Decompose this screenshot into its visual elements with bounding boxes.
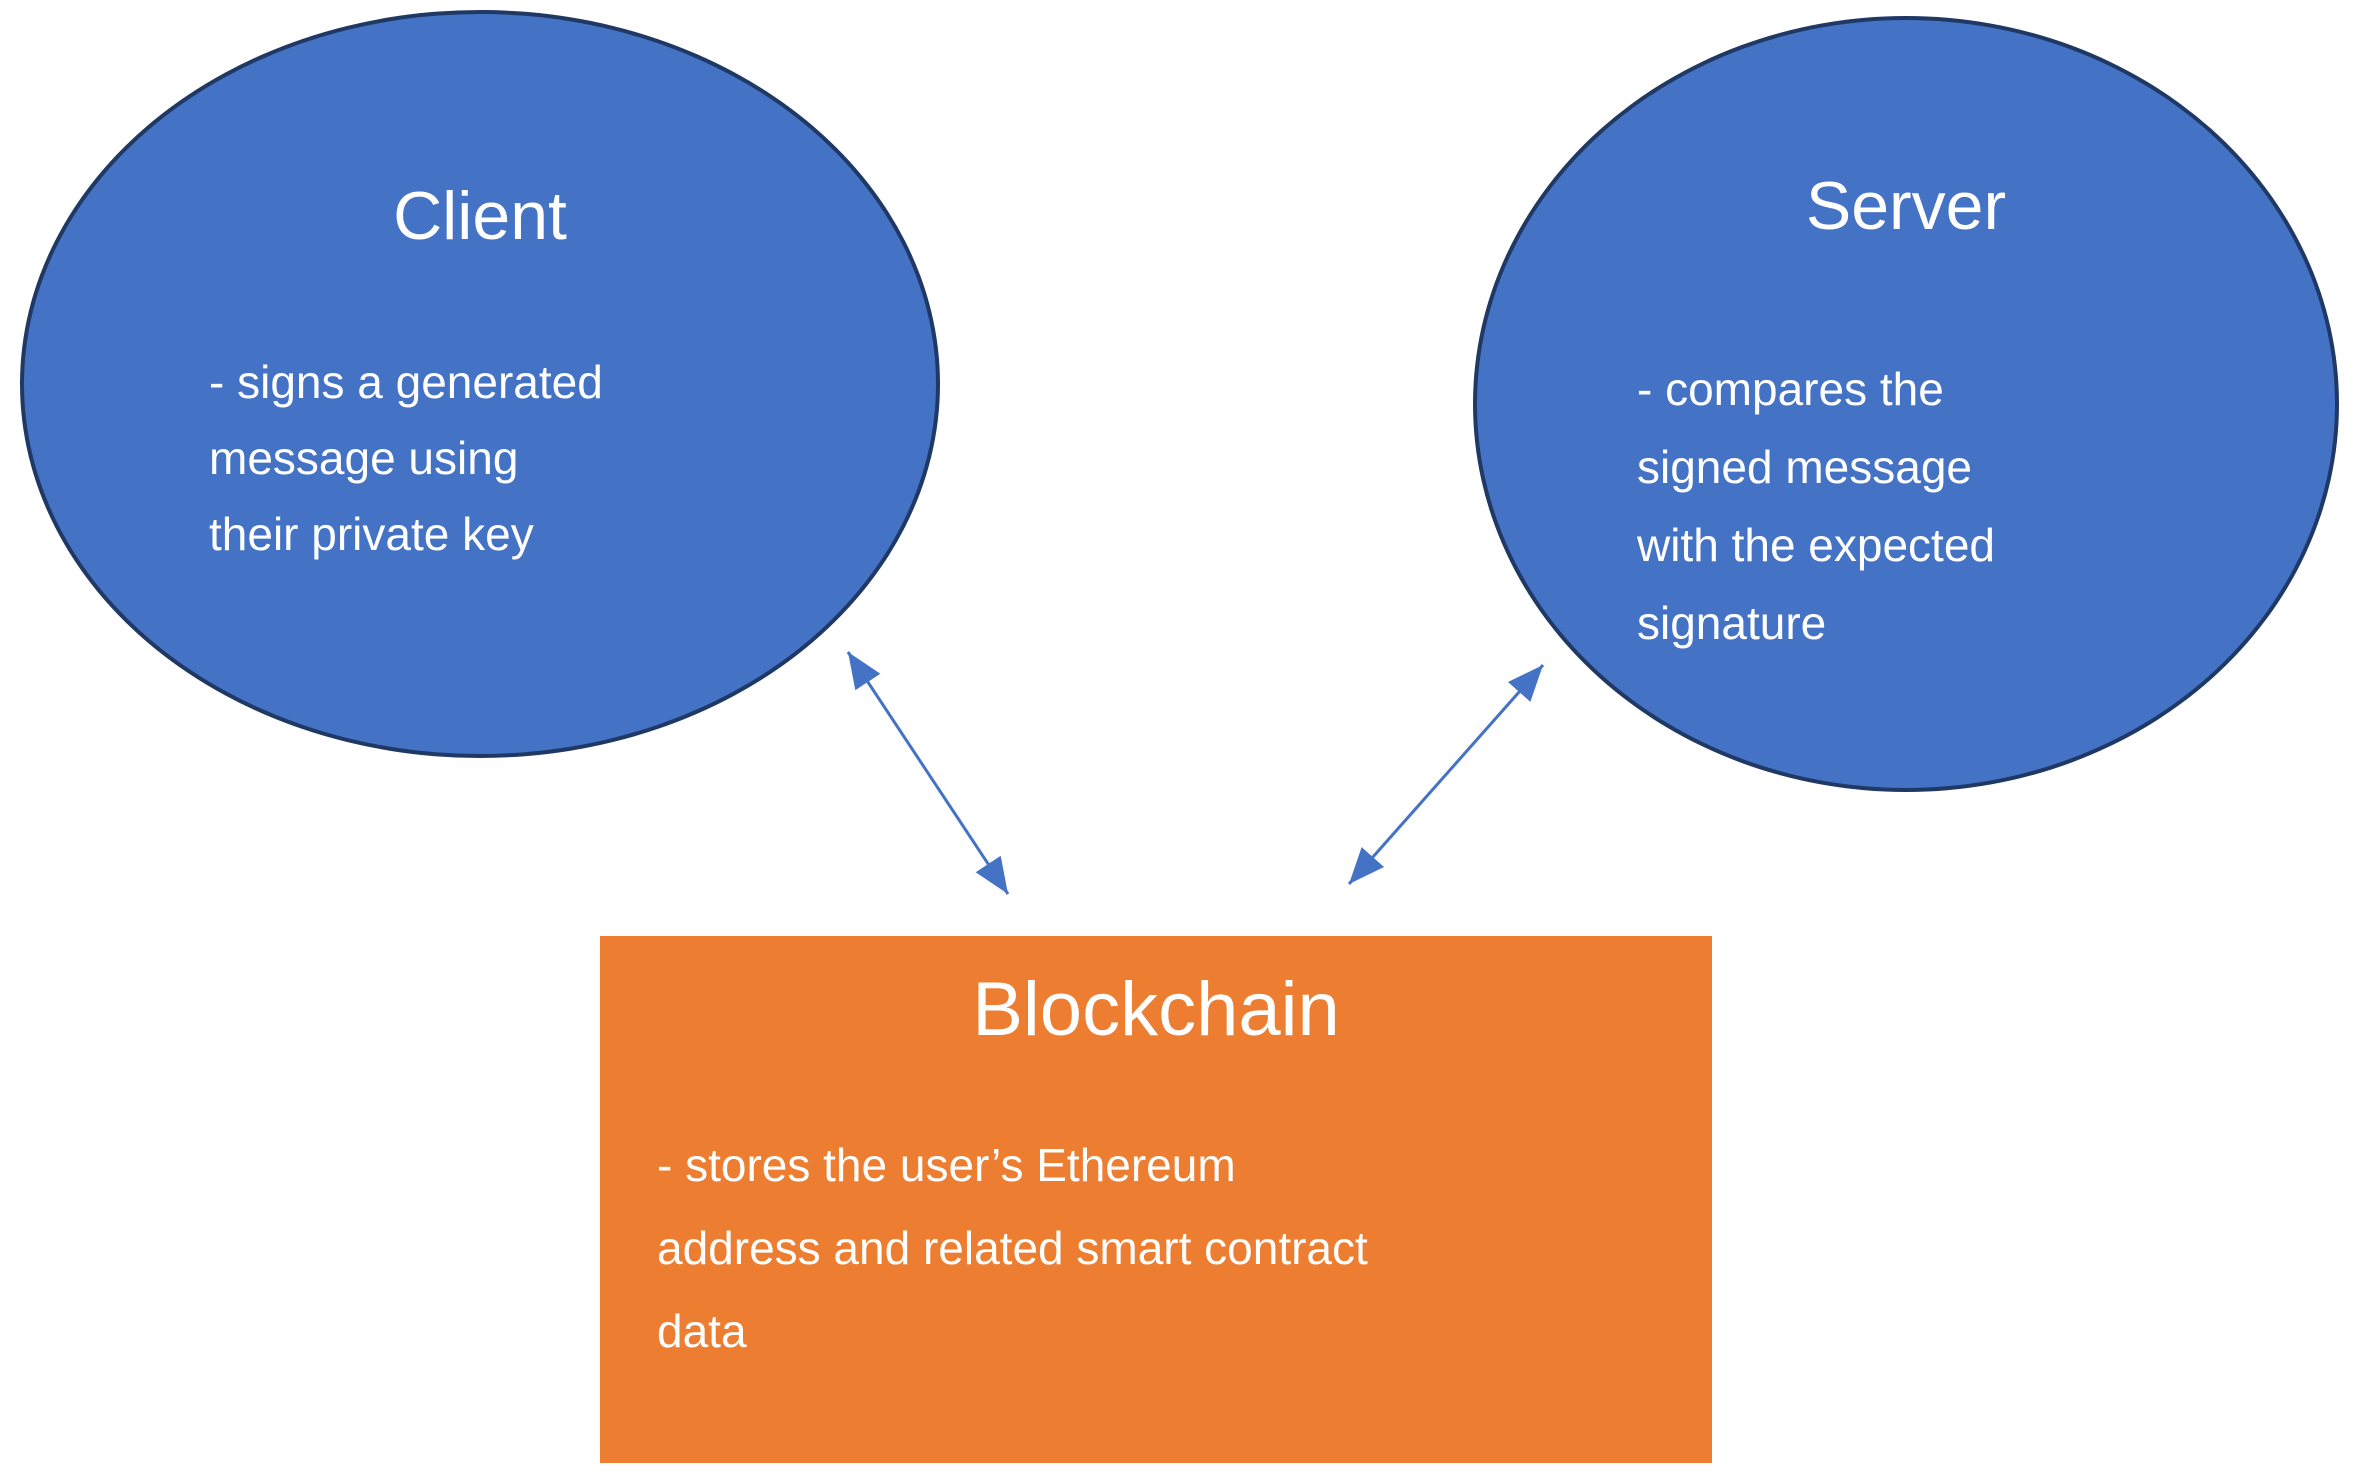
server-description-line: with the expected <box>1637 519 1996 571</box>
blockchain-node: Blockchain - stores the user’s Ethereum … <box>600 936 1712 1463</box>
client-blockchain-arrow <box>846 651 1010 895</box>
client-node-description: - signs a generated message using their … <box>209 344 603 572</box>
server-description-line: signed message <box>1637 441 1972 493</box>
blockchain-description-line: - stores the user’s Ethereum <box>657 1139 1236 1191</box>
client-node-title: Client <box>393 178 567 254</box>
server-node-title: Server <box>1805 168 2007 244</box>
client-description-line: their private key <box>209 508 534 560</box>
blockchain-node-title: Blockchain <box>972 967 1340 1052</box>
server-node-description: - compares the signed message with the e… <box>1637 350 1995 662</box>
client-description-line: message using <box>209 432 519 484</box>
blockchain-description-line: data <box>657 1305 747 1357</box>
server-blockchain-arrow <box>1347 664 1545 885</box>
client-node: Client - signs a generated message using… <box>20 10 940 758</box>
blockchain-description-line: address and related smart contract <box>657 1222 1368 1274</box>
client-description-line: - signs a generated <box>209 356 603 408</box>
blockchain-node-description: - stores the user’s Ethereum address and… <box>657 1124 1368 1373</box>
server-description-line: - compares the <box>1637 363 1944 415</box>
server-node: Server - compares the signed message wit… <box>1473 16 2339 792</box>
server-description-line: signature <box>1637 597 1827 649</box>
